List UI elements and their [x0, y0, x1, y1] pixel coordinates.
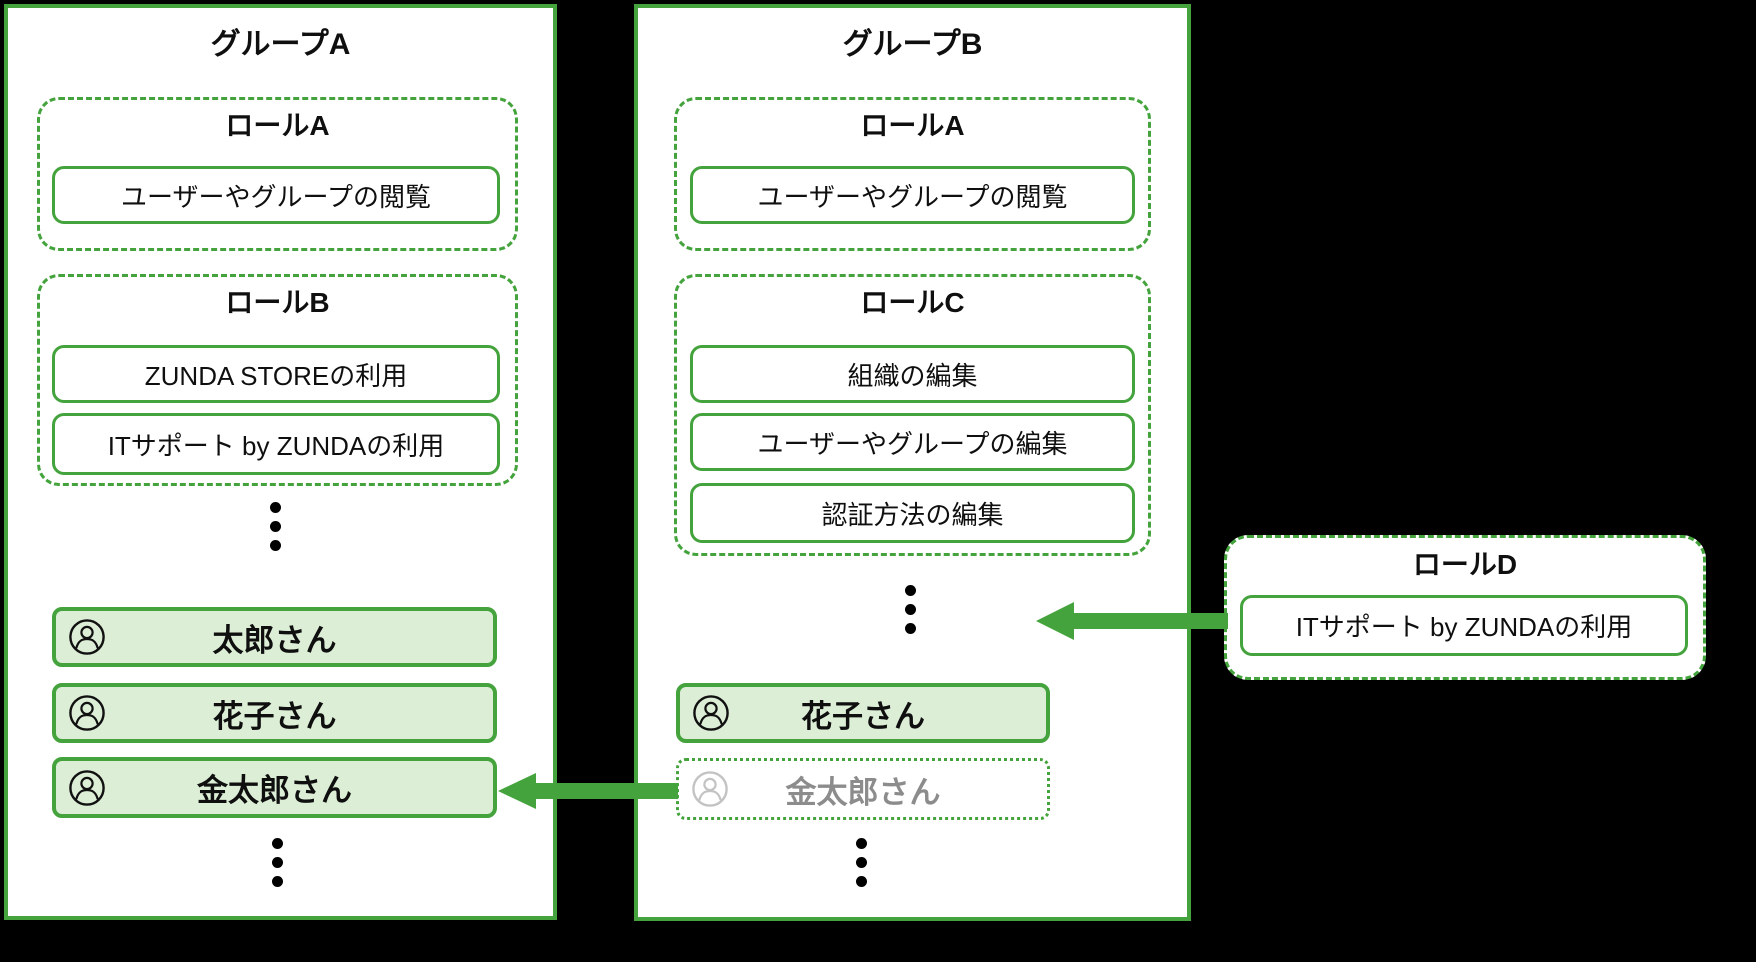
permission-box: ユーザーやグループの編集 — [690, 413, 1135, 471]
ellipsis-dots — [270, 502, 281, 551]
member-hanako: 花子さん — [52, 683, 497, 743]
permission-box: 組織の編集 — [690, 345, 1135, 403]
permission-box: 認証方法の編集 — [690, 483, 1135, 543]
person-circle-icon — [69, 619, 105, 655]
person-circle-icon — [69, 695, 105, 731]
permission-box: ITサポート by ZUNDAの利用 — [52, 413, 500, 475]
dot — [856, 876, 867, 887]
group-a-panel: グループA ロールA ユーザーやグループの閲覧 ロールB ZUNDA STORE… — [4, 4, 557, 920]
dot — [905, 585, 916, 596]
group-b-role-c-box: ロールC 組織の編集 ユーザーやグループの編集 認証方法の編集 — [674, 274, 1151, 556]
dot — [856, 857, 867, 868]
group-a-role-a-title: ロールA — [225, 110, 330, 141]
member-name: 花子さん — [801, 698, 925, 734]
group-a-role-b-box: ロールB ZUNDA STOREの利用 ITサポート by ZUNDAの利用 — [37, 274, 518, 486]
person-circle-icon — [69, 769, 105, 806]
dot — [272, 857, 283, 868]
member-hanako: 花子さん — [676, 683, 1050, 743]
permission-box: ユーザーやグループの閲覧 — [690, 166, 1135, 224]
role-d-title: ロールD — [1412, 549, 1518, 580]
group-b-title: グループB — [842, 28, 983, 61]
member-kintaro: 金太郎さん — [52, 757, 497, 818]
dot — [905, 623, 916, 634]
permission-box: ITサポート by ZUNDAの利用 — [1240, 595, 1688, 656]
role-d-box: ロールD ITサポート by ZUNDAの利用 — [1224, 535, 1706, 680]
permission-box: ZUNDA STOREの利用 — [52, 345, 500, 403]
dot — [272, 838, 283, 849]
group-a-title: グループA — [210, 28, 351, 61]
dot — [905, 604, 916, 615]
dot — [270, 502, 281, 513]
dot — [270, 521, 281, 532]
group-a-role-a-box: ロールA ユーザーやグループの閲覧 — [37, 97, 518, 251]
person-circle-icon — [693, 695, 729, 731]
member-kintaro-pending: 金太郎さん — [676, 758, 1050, 820]
group-a-role-b-title: ロールB — [225, 287, 330, 318]
group-b-role-a-box: ロールA ユーザーやグループの閲覧 — [674, 97, 1151, 251]
group-b-panel: グループB ロールA ユーザーやグループの閲覧 ロールC 組織の編集 ユーザーや… — [634, 4, 1191, 921]
group-b-role-c-title: ロールC — [860, 287, 965, 318]
dot — [272, 876, 283, 887]
member-taro: 太郎さん — [52, 607, 497, 667]
ellipsis-dots — [272, 838, 283, 887]
member-name: 金太郎さん — [785, 774, 941, 810]
member-name: 太郎さん — [212, 622, 337, 658]
member-name: 金太郎さん — [197, 773, 352, 808]
member-name: 花子さん — [212, 698, 337, 734]
person-circle-icon — [692, 771, 728, 807]
permission-box: ユーザーやグループの閲覧 — [52, 166, 500, 224]
ellipsis-dots — [905, 585, 916, 634]
dot — [270, 540, 281, 551]
group-b-role-a-title: ロールA — [860, 110, 965, 141]
dot — [856, 838, 867, 849]
ellipsis-dots — [856, 838, 867, 887]
